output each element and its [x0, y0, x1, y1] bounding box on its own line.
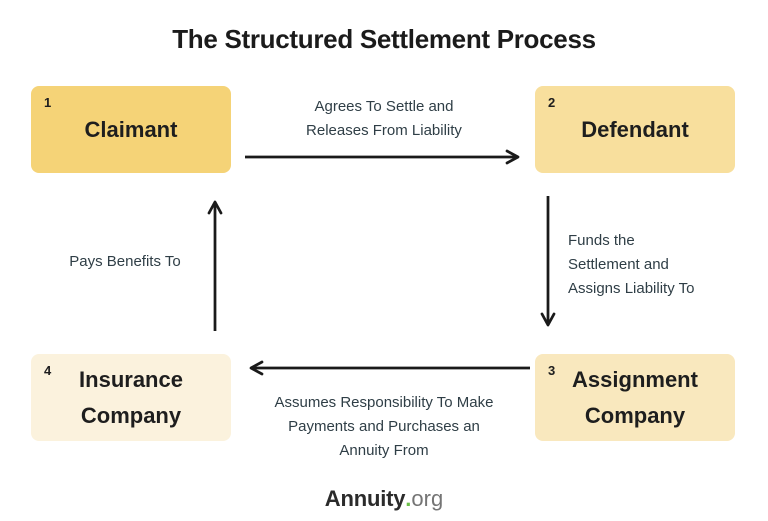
edge-label-funds-the-settlement: Funds the Settlement and Assigns Liabili…: [568, 229, 728, 301]
node-number: 4: [44, 363, 52, 378]
edge-label-line: Releases From Liability: [306, 122, 462, 139]
edge-label-line: Annuity From: [339, 442, 429, 459]
edge-label-line: Payments and Purchases an: [288, 418, 480, 435]
edge-label-line: Agrees To Settle and: [314, 98, 454, 115]
edge-label-line: Pays Benefits To: [69, 253, 181, 270]
edge-label-line: Funds the: [568, 232, 635, 249]
page-title: The Structured Settlement Process: [172, 24, 596, 54]
brand-logo: Annuity.org: [0, 486, 768, 512]
node-claimant: 1 Claimant: [31, 86, 231, 173]
node-number: 2: [548, 95, 556, 110]
node-defendant: 2 Defendant: [535, 86, 735, 173]
node-label: Claimant: [84, 116, 178, 142]
node-number: 3: [548, 363, 556, 378]
edge-label-agrees-to-settle: Agrees To Settle and Releases From Liabi…: [244, 95, 524, 143]
node-label: Defendant: [581, 116, 689, 142]
node-label: Assignment Company: [572, 366, 698, 428]
node-assignment-company: 3 Assignment Company: [535, 354, 735, 441]
brand-name: Annuity: [324, 486, 406, 511]
edge-label-assumes-responsibility: Assumes Responsibility To Make Payments …: [254, 391, 514, 463]
edge-label-line: Assigns Liability To: [568, 280, 695, 297]
brand-dot: .: [405, 486, 412, 511]
node-label: Insurance Company: [79, 366, 183, 428]
node-insurance-company: 4 Insurance Company: [31, 354, 231, 441]
edge-label-line: Assumes Responsibility To Make: [274, 394, 494, 411]
edge-label-line: Settlement and: [568, 256, 669, 273]
edge-label-pays-benefits-to: Pays Benefits To: [40, 250, 210, 274]
node-number: 1: [44, 95, 52, 110]
brand-tld: org: [411, 486, 444, 511]
